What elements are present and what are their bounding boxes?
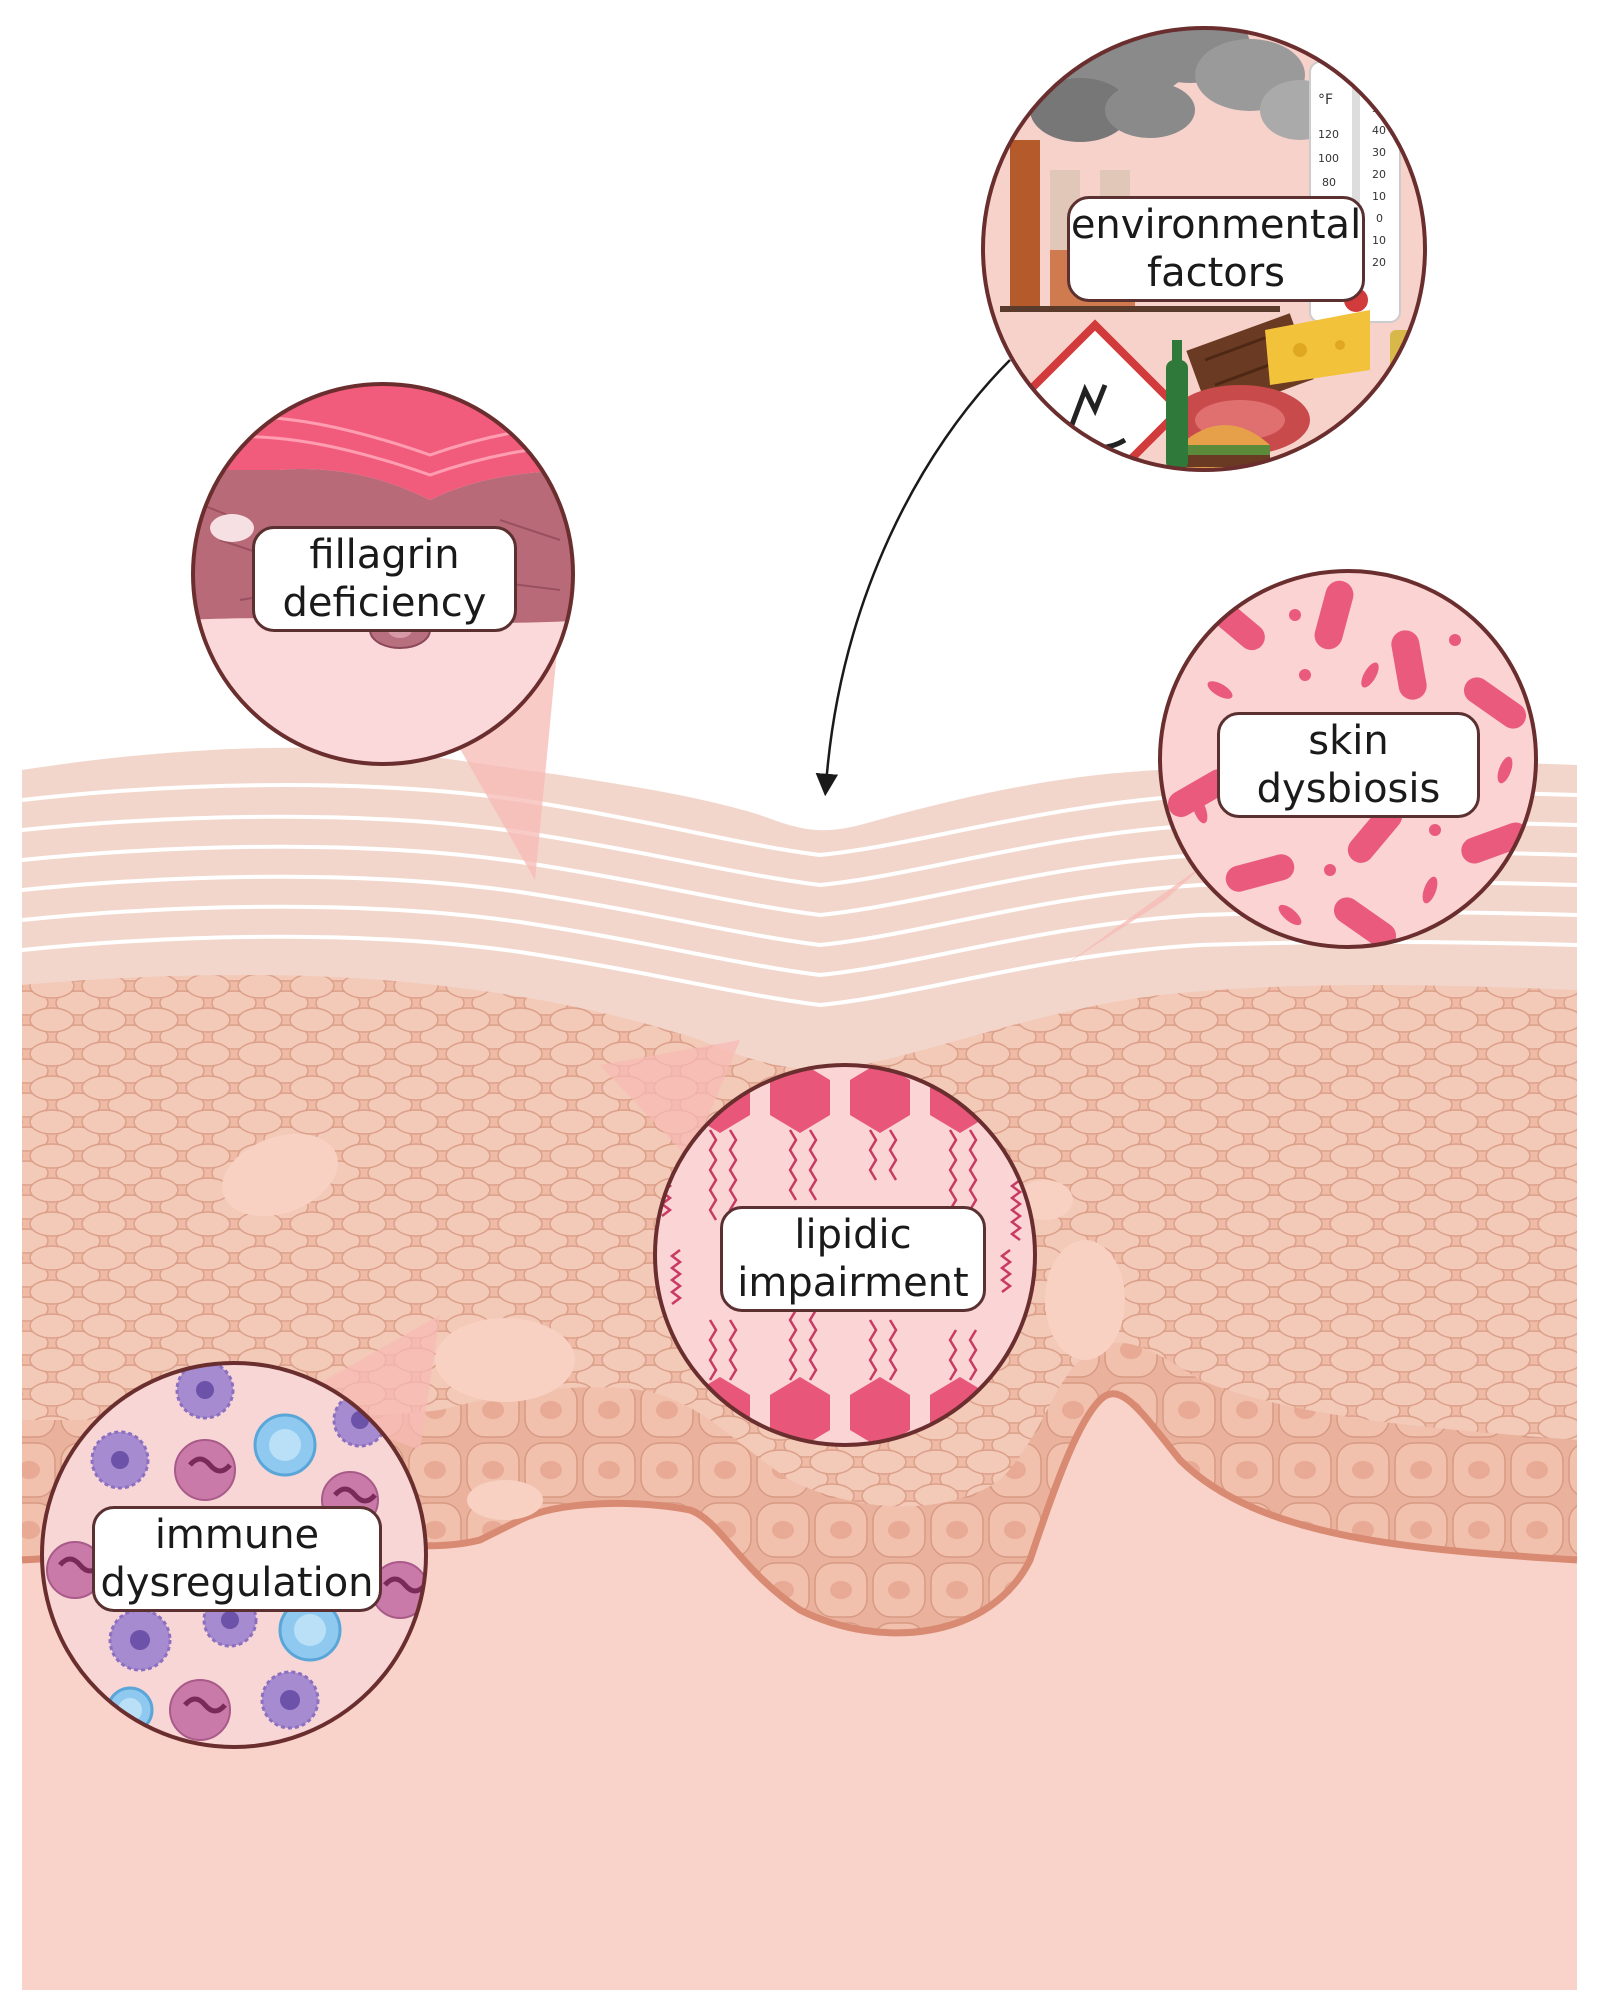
label-line: fillagrin <box>309 532 460 578</box>
thermometer-tick: 100 <box>1318 152 1339 165</box>
label-line: lipidic <box>794 1212 912 1258</box>
label-line: dysregulation <box>100 1560 374 1606</box>
immune-dysregulation-label: immune dysregulation <box>92 1506 382 1612</box>
cell-blob <box>222 1133 338 1217</box>
thermometer-tick: 40 <box>1372 124 1386 137</box>
bacteria-icon <box>1167 580 1529 947</box>
lipidic-impairment-label: lipidic impairment <box>720 1206 986 1312</box>
skin-dysbiosis-label: skin dysbiosis <box>1217 712 1480 818</box>
cell-blob <box>1045 1240 1125 1360</box>
thermometer-tick: 10 <box>1372 234 1386 247</box>
thermometer-tick: 0 <box>1376 212 1383 225</box>
label-line: environmental <box>1070 202 1362 248</box>
thermometer-tick: 120 <box>1318 128 1339 141</box>
label-line: immune <box>154 1512 320 1558</box>
zoom-cone-lipidic <box>600 1040 740 1160</box>
environment-to-skin-arrow <box>815 359 1011 797</box>
thermometer-tick: 10 <box>1372 190 1386 203</box>
thermometer-tick: 20 <box>1372 256 1386 269</box>
burger-icon <box>1180 425 1270 470</box>
label-line: impairment <box>737 1260 969 1306</box>
thermometer-unit: °F <box>1318 92 1333 108</box>
fillagrin-deficiency-label: fillagrin deficiency <box>252 526 517 632</box>
thermometer-tick: 80 <box>1322 176 1336 189</box>
label-line: factors <box>1146 250 1286 296</box>
label-line: deficiency <box>282 580 487 626</box>
cell-blob <box>435 1318 575 1402</box>
cheese-icon <box>1265 310 1370 385</box>
zoom-cone-skin <box>1065 860 1210 965</box>
label-line: skin <box>1308 718 1389 764</box>
basement-membrane <box>21 1390 1578 1637</box>
thermometer-tick: 20 <box>1372 168 1386 181</box>
label-line: dysbiosis <box>1256 766 1441 812</box>
zoom-cone-immune <box>290 1315 440 1450</box>
cell-blob <box>467 1480 543 1520</box>
thermometer-tick: 30 <box>1372 146 1386 159</box>
environmental-factors-label: environmental factors <box>1067 196 1365 302</box>
